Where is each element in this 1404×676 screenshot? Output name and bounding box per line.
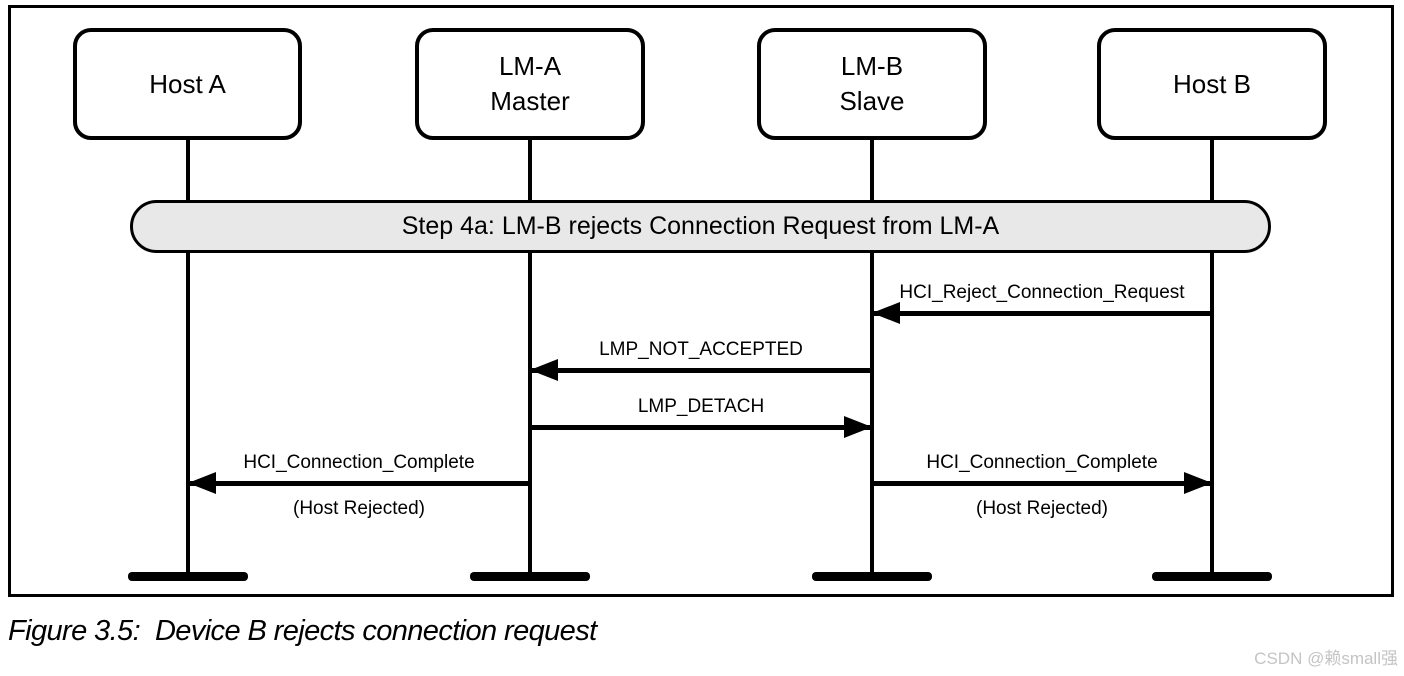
actor-box-host-b: Host B (1097, 28, 1327, 140)
message-label: LMP_DETACH (637, 396, 765, 417)
message-sublabel: (Host Rejected) (293, 498, 425, 519)
message-hci-reject-connection-request: HCI_Reject_Connection_Request (872, 280, 1212, 324)
message-arrow-line (530, 416, 872, 438)
arrowhead-left-icon (530, 359, 558, 381)
message-arrow-line (872, 302, 1212, 324)
lifeline-lm-a (528, 140, 532, 577)
message-hci-connection-complete-a: HCI_Connection_Complete (Host Rejected) (188, 450, 530, 520)
actor-box-host-a: Host A (73, 28, 302, 140)
lifeline-host-b (1210, 140, 1214, 577)
lifeline-end-lm-a (470, 572, 590, 581)
arrowhead-right-icon (1184, 472, 1212, 494)
message-label: LMP_NOT_ACCEPTED (599, 339, 803, 360)
message-label: HCI_Connection_Complete (926, 452, 1158, 473)
lifeline-end-host-b (1152, 572, 1272, 581)
message-lmp-not-accepted: LMP_NOT_ACCEPTED (530, 337, 872, 381)
arrowhead-right-icon (844, 416, 872, 438)
arrowhead-left-icon (188, 472, 216, 494)
diagram-border (8, 5, 1394, 597)
message-arrow-line (872, 472, 1212, 494)
watermark-text: CSDN @赖small强 (1254, 649, 1398, 668)
message-arrow-line (188, 472, 530, 494)
lifeline-end-host-a (128, 572, 248, 581)
actor-box-lm-a-master: LM-A Master (415, 28, 645, 140)
message-label: HCI_Connection_Complete (243, 452, 475, 473)
message-arrow-line (530, 359, 872, 381)
message-label: HCI_Reject_Connection_Request (899, 282, 1185, 303)
message-lmp-detach: LMP_DETACH (530, 394, 872, 438)
lifeline-host-a (186, 140, 190, 577)
message-sublabel: (Host Rejected) (976, 498, 1108, 519)
message-hci-connection-complete-b: HCI_Connection_Complete (Host Rejected) (872, 450, 1212, 520)
figure-caption: Figure 3.5: Device B rejects connection … (8, 615, 597, 647)
step-banner: Step 4a: LM-B rejects Connection Request… (130, 200, 1271, 253)
lifeline-lm-b (870, 140, 874, 577)
actor-box-lm-b-slave: LM-B Slave (757, 28, 987, 140)
lifeline-end-lm-b (812, 572, 932, 581)
arrowhead-left-icon (872, 302, 900, 324)
